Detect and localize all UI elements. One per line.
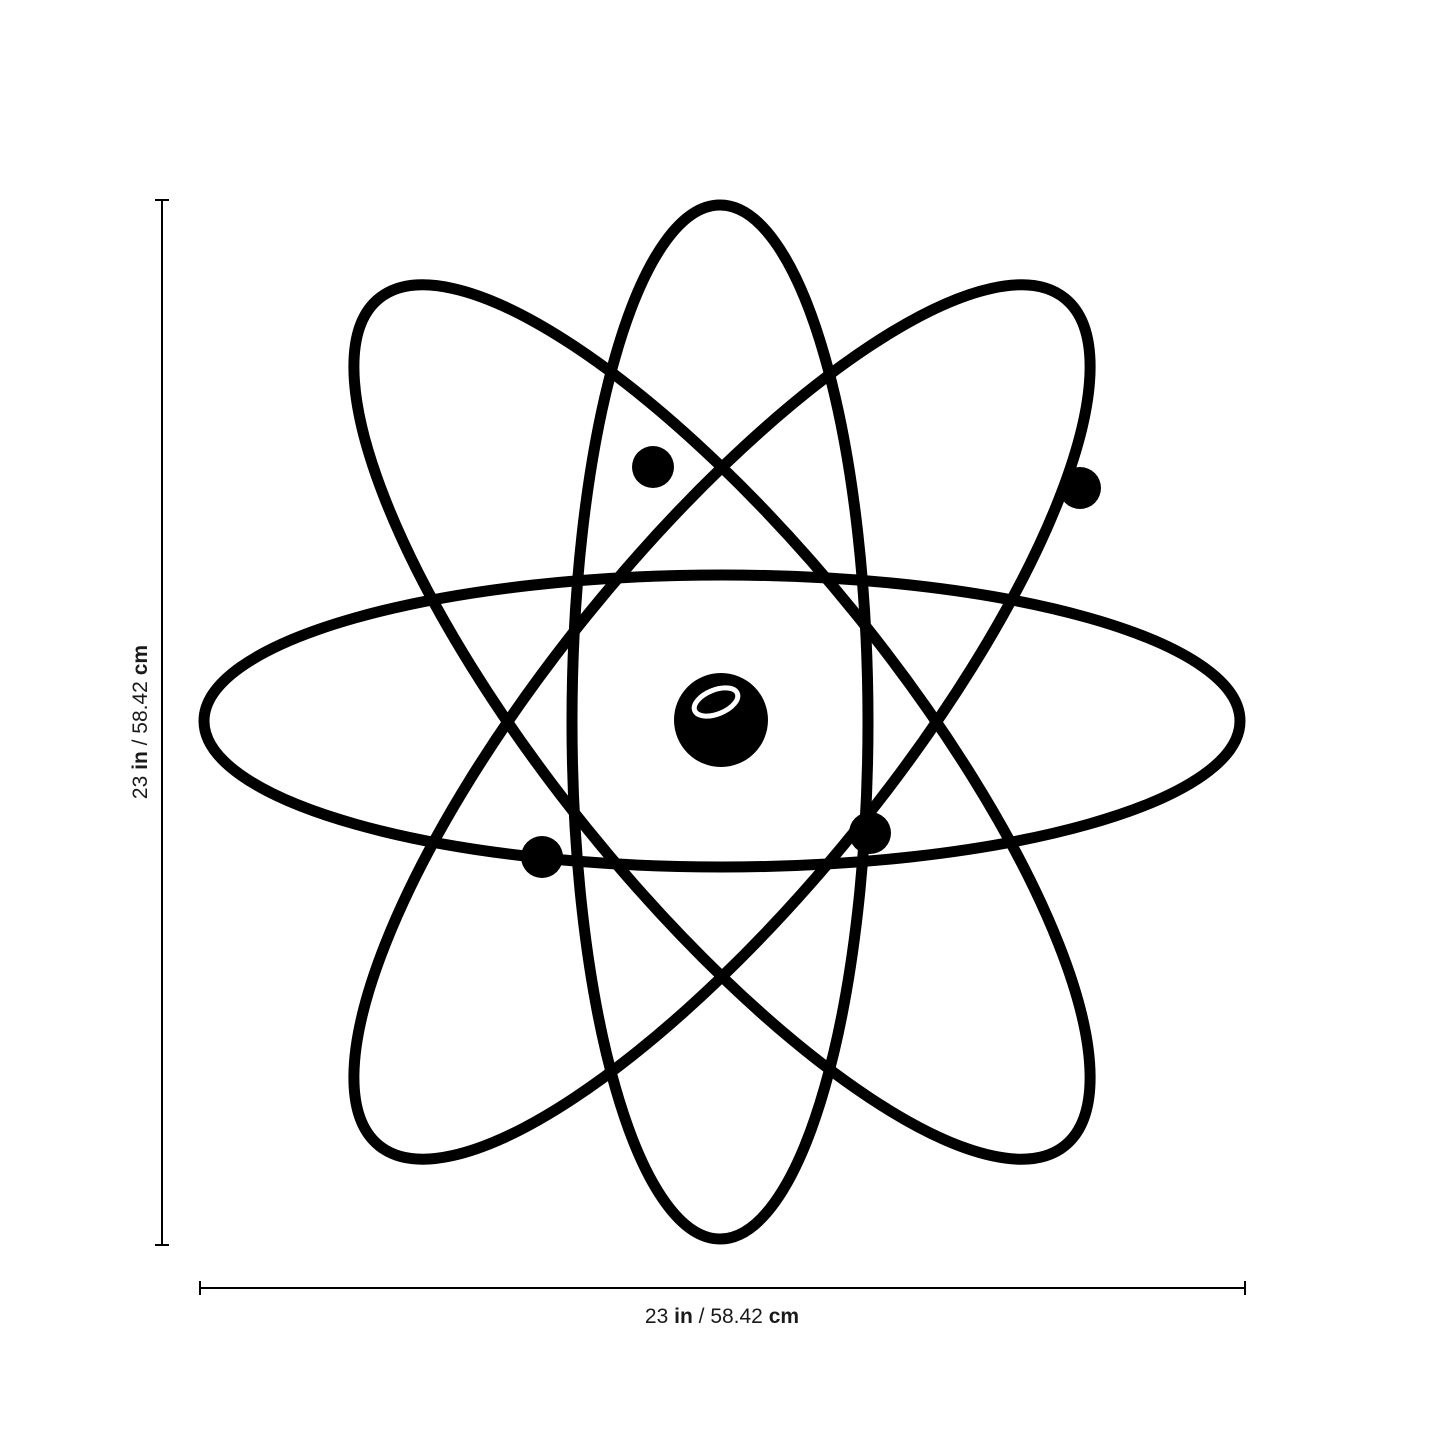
orbit-diagonal-nw — [348, 279, 1096, 1165]
width-dimension-label: 23 in / 58.42 cm — [645, 1305, 799, 1328]
orbit-vertical — [566, 199, 874, 1245]
atom-nucleus — [674, 673, 768, 767]
orbit-horizontal — [198, 569, 1246, 873]
height-dimension-label: 23 in / 58.42 cm — [129, 645, 152, 799]
electron — [849, 812, 891, 854]
electron — [521, 836, 563, 878]
width-dimension-line — [199, 1281, 1246, 1295]
electron — [632, 446, 674, 488]
atom-electrons — [521, 446, 1101, 878]
electron — [1059, 467, 1101, 509]
nucleus-highlight — [691, 685, 741, 719]
height-dimension-line — [155, 199, 169, 1246]
